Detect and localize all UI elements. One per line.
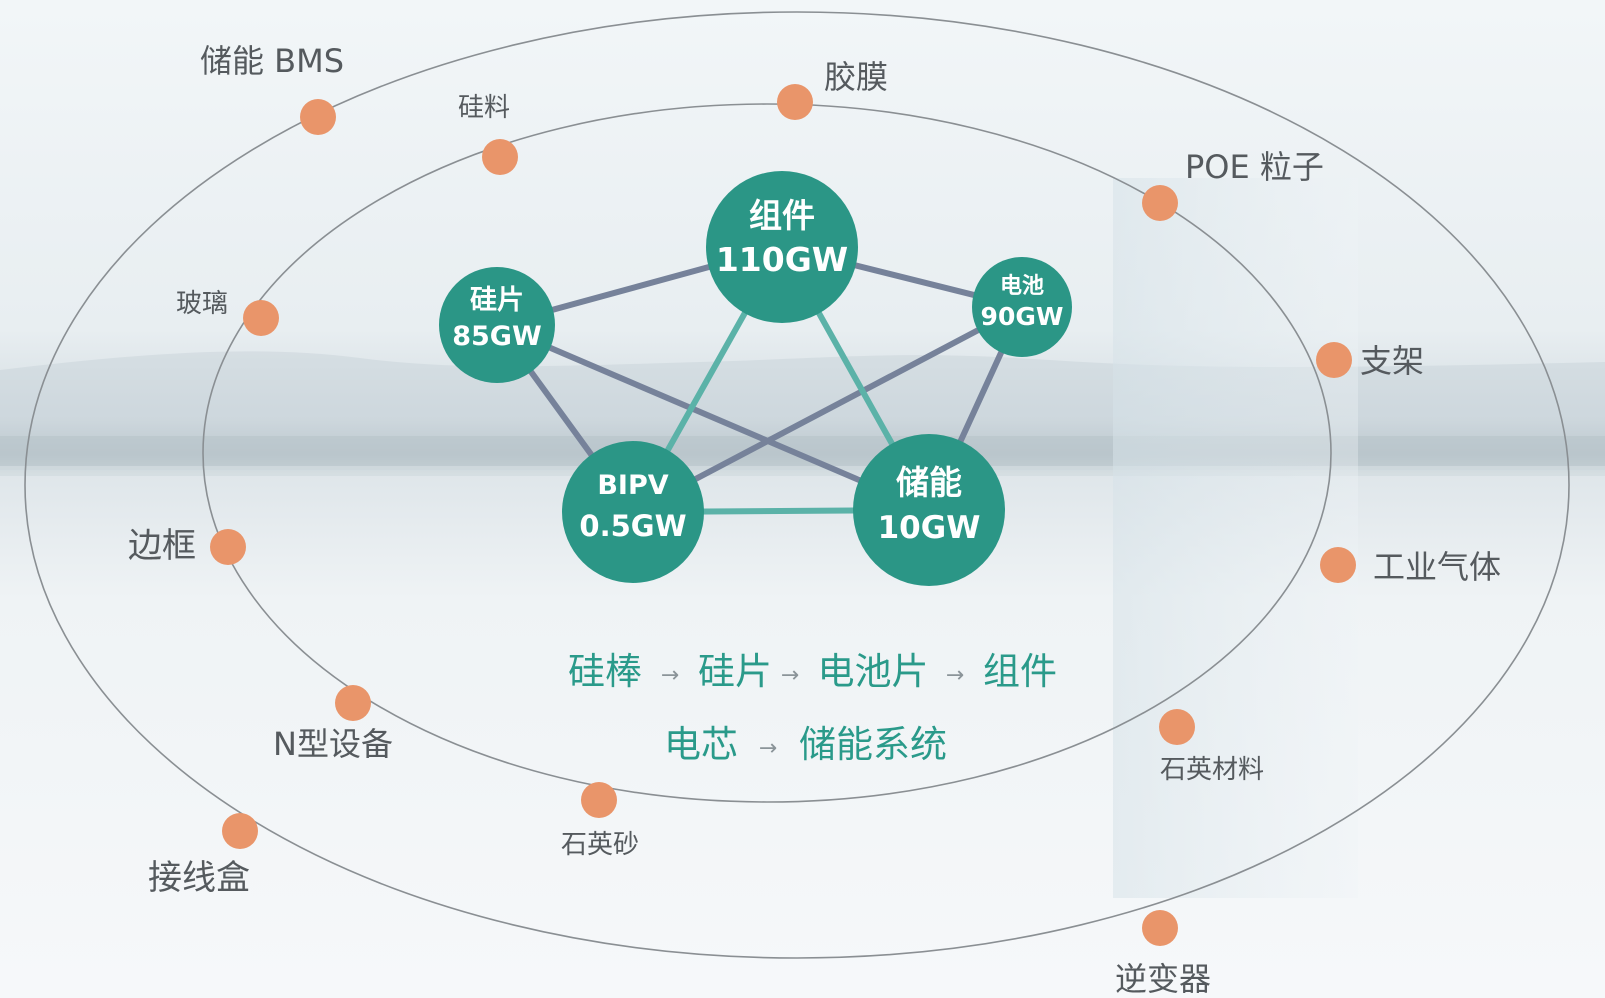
satellite-outer_orbit-1[interactable]: 接线盒 <box>148 813 258 898</box>
satellite-inner_orbit-2[interactable]: POE 粒子 <box>1142 148 1324 221</box>
hub-circle <box>439 267 555 383</box>
satellite-dot <box>300 99 336 135</box>
satellite-dot <box>335 685 371 721</box>
satellite-dot <box>1320 547 1356 583</box>
satellite-inner_orbit-1[interactable]: 胶膜 <box>777 58 888 120</box>
flow-step: 组件 <box>983 650 1057 693</box>
hub-name: 硅片 <box>470 285 524 316</box>
satellite-dot <box>1142 910 1178 946</box>
hub-circle <box>706 171 858 323</box>
satellite-dot <box>581 782 617 818</box>
satellite-label: 边框 <box>128 526 196 566</box>
hub-name: 储能 <box>896 463 962 502</box>
satellite-dot <box>1142 185 1178 221</box>
satellite-dot <box>777 84 813 120</box>
satellite-inner_orbit-9[interactable]: 玻璃 <box>176 289 279 336</box>
hub-circle <box>562 441 704 583</box>
satellite-outer_orbit-2[interactable]: 逆变器 <box>1115 910 1211 998</box>
satellite-label: 储能 BMS <box>200 42 344 80</box>
satellite-label: 支架 <box>1360 342 1424 380</box>
outer-orbit-ring <box>24 11 1570 959</box>
satellite-label: 逆变器 <box>1115 960 1211 998</box>
hub-nodes: 组件 110GW 硅片 85GW 电池 90GW BIPV 0.5GW 储能 10GW <box>439 171 1072 586</box>
flow-arrow-icon: → <box>781 663 799 688</box>
hub-capacity: 90GW <box>981 302 1064 331</box>
hub-capacity: 110GW <box>716 240 848 279</box>
inner-orbit-ring <box>202 103 1332 803</box>
satellite-label: 接线盒 <box>148 858 250 898</box>
satellite-dot <box>222 813 258 849</box>
hub-wafer[interactable]: 硅片 85GW <box>439 267 555 383</box>
flow-arrow-icon: → <box>661 663 679 688</box>
flow-arrow-icon: → <box>759 736 777 761</box>
hub-circle <box>972 257 1072 357</box>
hub-name: 电池 <box>1000 274 1044 299</box>
satellite-inner_orbit-5[interactable]: 石英材料 <box>1159 709 1264 785</box>
flow-line-1: 电芯 储能系统 → <box>664 723 947 766</box>
hub-bipv[interactable]: BIPV 0.5GW <box>562 441 704 583</box>
satellite-inner_orbit-4[interactable]: 工业气体 <box>1320 547 1501 586</box>
satellite-label: 硅料 <box>458 93 510 123</box>
flow-step: 硅片 <box>698 650 772 693</box>
satellite-label: 玻璃 <box>176 289 228 319</box>
satellite-outer_orbit-0[interactable]: 储能 BMS <box>200 42 344 135</box>
satellite-inner_orbit-8[interactable]: 边框 <box>128 526 246 566</box>
flow-line-0: 硅棒 硅片 电池片 组件 → → → <box>568 650 1057 693</box>
hub-name: BIPV <box>597 470 668 501</box>
satellite-label: 胶膜 <box>824 58 888 96</box>
flow-step: 硅棒 <box>568 650 642 693</box>
flow-step: 储能系统 <box>799 723 947 766</box>
orbit-rings <box>24 11 1570 959</box>
satellite-inner_orbit-3[interactable]: 支架 <box>1316 342 1424 380</box>
hub-storage[interactable]: 储能 10GW <box>853 434 1005 586</box>
flow-arrow-icon: → <box>946 663 964 688</box>
satellite-label: 工业气体 <box>1373 548 1501 586</box>
flow-step: 电池片 <box>818 650 929 693</box>
hub-capacity: 10GW <box>878 510 981 546</box>
satellite-dot <box>243 300 279 336</box>
hub-capacity: 85GW <box>452 321 542 352</box>
hub-module[interactable]: 组件 110GW <box>706 171 858 323</box>
satellite-label: 石英材料 <box>1160 755 1264 785</box>
satellite-label: N型设备 <box>273 725 393 763</box>
satellite-inner_orbit-6[interactable]: 石英砂 <box>561 782 639 860</box>
satellite-dot <box>482 139 518 175</box>
satellite-dot <box>1316 342 1352 378</box>
hub-capacity: 0.5GW <box>579 509 686 543</box>
satellite-inner_orbit-0[interactable]: 硅料 <box>458 93 518 175</box>
satellite-inner_orbit-7[interactable]: N型设备 <box>273 685 393 763</box>
satellite-label: POE 粒子 <box>1185 148 1324 186</box>
satellite-dot <box>210 529 246 565</box>
satellite-dot <box>1159 709 1195 745</box>
process-flows: 硅棒 硅片 电池片 组件 → → → 电芯 储能系统 → <box>568 650 1057 766</box>
flow-step: 电芯 <box>664 723 738 766</box>
hub-name: 组件 <box>749 196 815 235</box>
hub-cell[interactable]: 电池 90GW <box>972 257 1072 357</box>
hub-circle <box>853 434 1005 586</box>
link-cell-bipv <box>630 304 1025 515</box>
satellite-label: 石英砂 <box>561 830 639 860</box>
link-wafer-storage <box>494 322 932 513</box>
